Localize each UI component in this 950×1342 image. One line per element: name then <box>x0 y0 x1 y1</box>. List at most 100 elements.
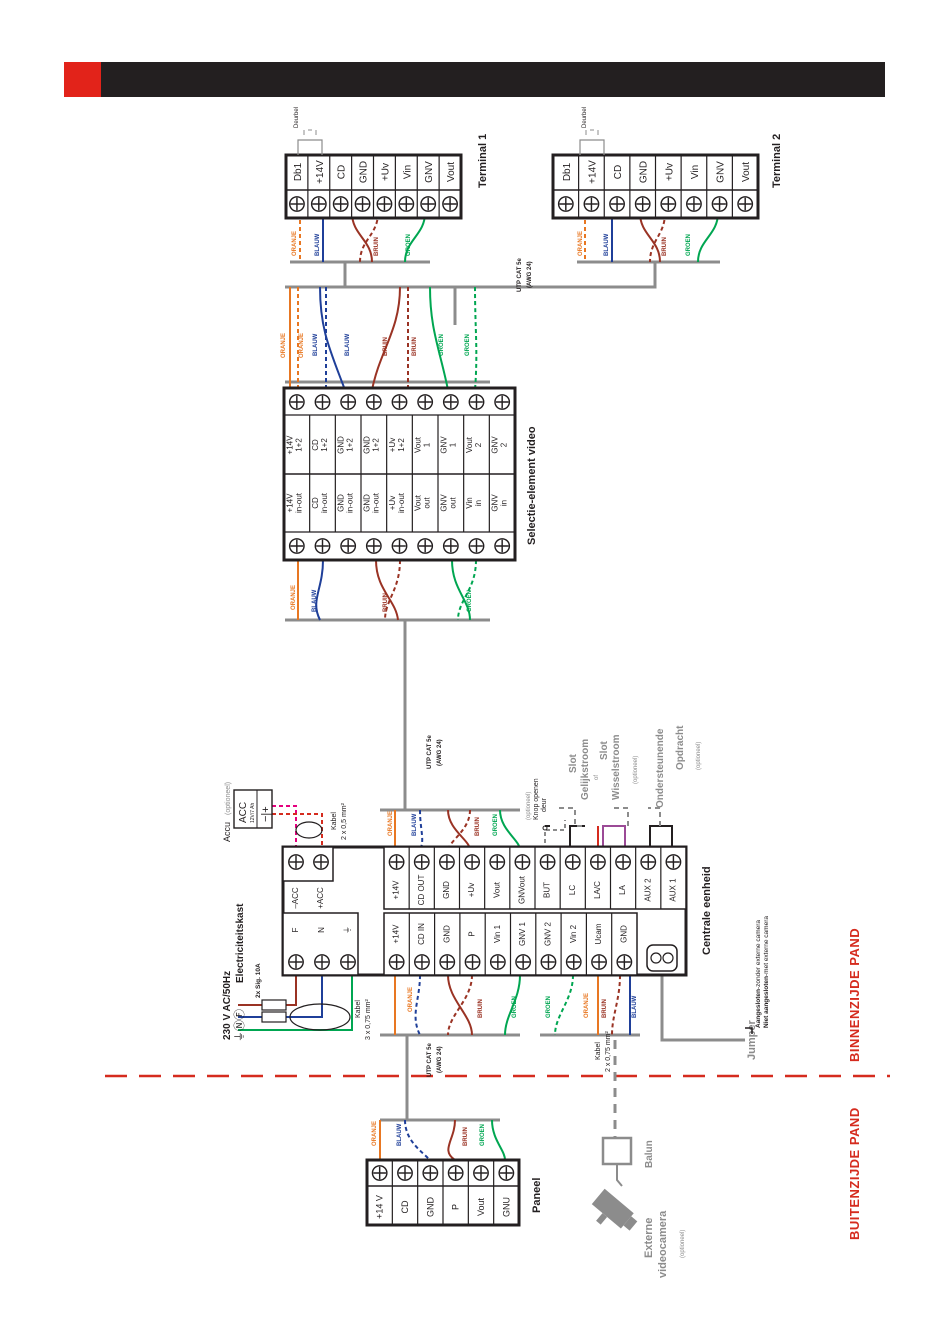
pin-label: Vout <box>492 881 501 898</box>
mains-supply: 230 V AC/50Hz Electriciteitskast ⏚ⓃⒻ 2x … <box>222 903 372 1042</box>
pin-label: GNV 2 <box>543 921 552 946</box>
pin-label: Vin <box>465 497 474 508</box>
wire-label-green: GROEN <box>546 996 552 1018</box>
selectie-screw <box>314 394 331 410</box>
pin-label: GND <box>619 925 628 943</box>
pin-label: CD <box>311 439 320 451</box>
mains-cable-spec: 3 x 0,75 mm² <box>365 998 372 1040</box>
pin-label: in-out <box>346 492 355 513</box>
wire-label-orange: ORANJE <box>291 585 297 610</box>
pin-label: 2 <box>474 442 483 447</box>
wire-label-green: GROEN <box>406 234 412 256</box>
pin-label: GNV <box>491 436 500 454</box>
terminal-screw <box>442 196 458 212</box>
slot-label: Slot <box>568 753 579 773</box>
terminal-screw <box>609 196 625 212</box>
wire-label-brown: BRUIN <box>475 817 481 836</box>
paneel-screw <box>447 1165 464 1181</box>
knop-label-line1: Knop openen <box>533 778 540 820</box>
wire-label-blue: BLAUW <box>412 813 418 836</box>
knop-optional: (optioneel) <box>526 792 532 820</box>
ondersteunende-label: Ondersteunende <box>655 728 666 808</box>
pin-label: in <box>474 500 483 506</box>
centrale-screw <box>489 854 506 870</box>
opdracht-optional: (optioneel) <box>696 742 702 770</box>
terminal-1-doorbell: Deurbel <box>294 107 300 128</box>
zone-label-inside: BINNENZIJDE PAND <box>847 928 862 1062</box>
camera-label-line1: Externe <box>643 1218 655 1258</box>
centrale-screw <box>514 854 531 870</box>
terminal-screw <box>737 196 754 212</box>
slot-label-2: Slot <box>599 740 610 760</box>
wire-label-blue: BLAUW <box>345 333 351 356</box>
wire-label-blue: BLAUW <box>313 333 319 356</box>
pin-label: GNV <box>439 494 448 512</box>
wire-label-blue: BLAUW <box>315 233 321 256</box>
terminal-screw <box>660 196 677 212</box>
pin-label: +14V <box>587 160 598 184</box>
cable-awg-label: (AWG 24) <box>437 1046 443 1073</box>
wire-label-brown: BRUIN <box>383 337 389 356</box>
camera-label-line2: videocamera <box>657 1210 669 1278</box>
pin-label: LC <box>568 885 577 895</box>
pin-label: GND <box>362 436 371 454</box>
pin-label: 1+2 <box>294 438 303 452</box>
pin-label: GNV <box>439 436 448 454</box>
output-labels: (optioneel) Knop openen deur Slot Gelijk… <box>526 725 702 831</box>
wire-label-green: GROEN <box>686 234 692 256</box>
centrale-screw <box>340 954 356 970</box>
terminal-screw <box>583 196 600 212</box>
centrale-screw <box>489 954 506 970</box>
selectie-screw <box>494 538 511 554</box>
selectie-screw <box>340 538 357 554</box>
wisselstroom-label: Wisselstroom <box>611 734 622 800</box>
pin-label: GND <box>639 161 650 183</box>
of-label: of <box>594 775 600 780</box>
accu-rating: 12V/7 Ah <box>250 802 256 823</box>
wire-label-brown: BRUIN <box>412 337 418 356</box>
paneel-screw <box>397 1165 413 1181</box>
pin-label: +Uv <box>467 883 476 897</box>
pin-label: LA <box>618 884 627 894</box>
pin-label: ⏚ <box>343 926 352 934</box>
pin-label: GND <box>337 494 346 512</box>
centrale-screw <box>539 854 556 870</box>
pin-label: Vin <box>402 165 413 179</box>
mains-cable-label: Kabel <box>355 1000 362 1018</box>
pin-label: Ucam <box>594 923 603 944</box>
wire-label-orange: ORANJE <box>372 1121 378 1146</box>
pin-label: Vin <box>690 165 701 179</box>
terminal-screw <box>332 196 349 212</box>
svg-text:Aangesloten-zonder externe cam: Aangesloten-zonder externe camera <box>755 920 762 1028</box>
wire-label-brown: BRUIN <box>602 999 608 1018</box>
pin-label: +Uv <box>388 438 397 452</box>
centrale-screw <box>388 954 405 970</box>
pin-label: +Uv <box>664 163 675 181</box>
zone-label-outside: BUITENZIJDE PAND <box>847 1107 862 1240</box>
terminal-screw <box>557 196 574 212</box>
pin-label: 1+2 <box>397 438 406 452</box>
cable-utp-label: UTP CAT 5e <box>427 1043 433 1077</box>
pin-label: 1+2 <box>320 438 329 452</box>
selectie-screw <box>391 394 408 410</box>
cable-utp-label: UTP CAT 5e <box>427 735 433 769</box>
pin-label: 1+2 <box>346 438 355 452</box>
selectie-screw <box>417 394 434 410</box>
wire-labels: ORANJE BLAUW BRUIN GROEN ORANJE BLAUW BR… <box>281 231 692 1146</box>
jumper-line2-bold: Niet aangesloten <box>763 976 770 1028</box>
selectie-screw <box>442 538 459 554</box>
centrale-screw <box>313 854 329 870</box>
cable-awg-label: (AWG 24) <box>437 739 443 766</box>
pin-label: +14V <box>285 493 294 513</box>
pin-label: Vout <box>414 494 423 511</box>
pin-label: 1+2 <box>371 438 380 452</box>
pin-label: Vout <box>476 1197 486 1216</box>
terminal-screw <box>420 196 437 212</box>
pin-label: +14 V <box>375 1195 385 1219</box>
pin-label: CD <box>311 497 320 509</box>
pin-label: Vout <box>446 162 457 182</box>
